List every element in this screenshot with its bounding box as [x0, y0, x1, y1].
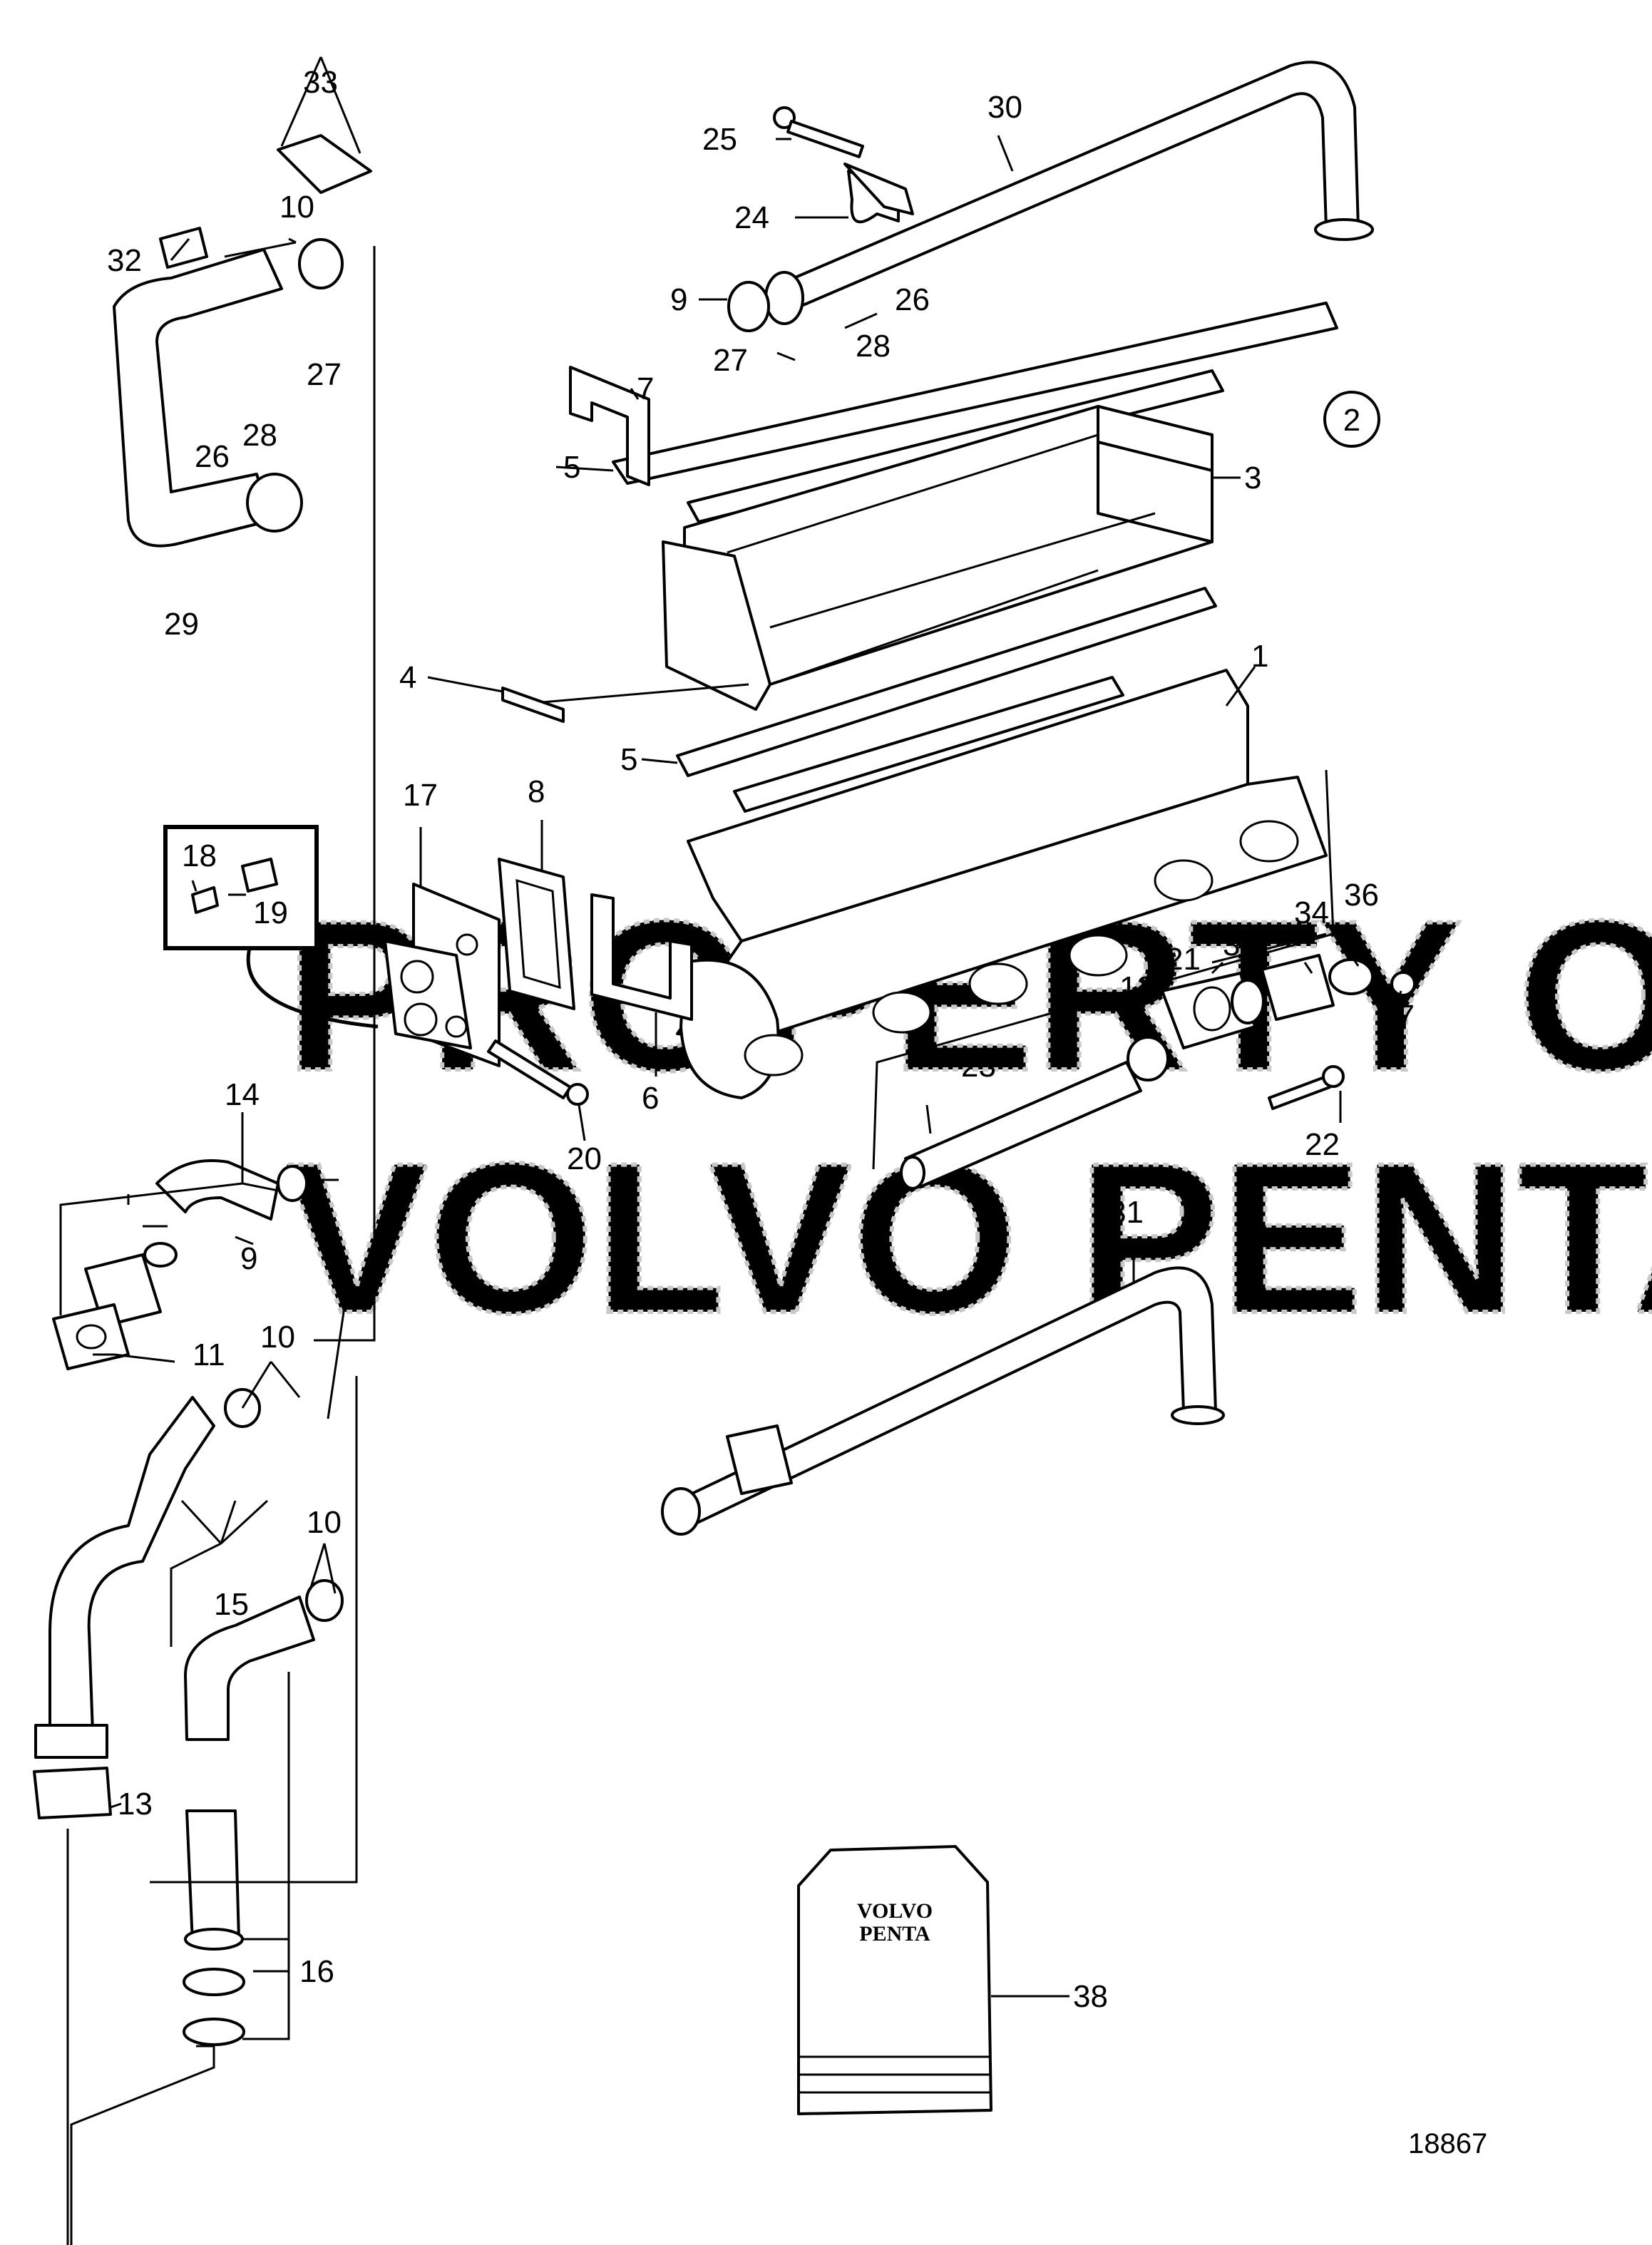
end-cover-17 [384, 883, 501, 1067]
callout-28a: 28 [856, 329, 891, 364]
callout-15: 15 [214, 1587, 249, 1622]
connector-group [1127, 954, 1416, 1082]
brand-line2: PENTA [859, 1922, 930, 1946]
pipe-30 [764, 61, 1374, 325]
clamp-24 [843, 163, 914, 224]
callout-8: 8 [528, 774, 545, 809]
hose-16 [183, 1579, 344, 2046]
callout-5a: 5 [563, 450, 580, 485]
manifold-1 [676, 669, 1328, 1099]
callout-11: 11 [193, 1337, 225, 1372]
leader-lines [59, 56, 1402, 2245]
callout-16: 16 [299, 1954, 334, 1989]
callout-29: 29 [164, 607, 199, 642]
pipe-23 [900, 1061, 1142, 1190]
bolt-20 [487, 1039, 589, 1106]
callout-34: 34 [1294, 895, 1329, 930]
view-number: 2 [1343, 403, 1360, 438]
charge-air-cooler-3 [662, 405, 1214, 711]
callout-26b: 26 [195, 439, 230, 474]
view-number-badge: 2 [1323, 391, 1380, 448]
callout-7: 7 [637, 371, 654, 406]
callout-19: 19 [253, 895, 288, 930]
hose-15 [33, 1388, 261, 1819]
drawing-number: 18867 [1408, 2128, 1487, 2159]
callout-12: 12 [1119, 970, 1154, 1005]
flange-11 [52, 1253, 162, 1370]
brand-line1: VOLVO [857, 1899, 933, 1923]
callout-13: 13 [118, 1787, 153, 1822]
callout-26a: 26 [895, 282, 930, 317]
callout-4: 4 [399, 660, 416, 695]
gasket-8 [498, 858, 575, 1010]
callout-27b: 27 [307, 357, 342, 392]
seal-ring-9a [727, 281, 770, 332]
callout-17: 17 [403, 778, 438, 813]
callout-28b: 28 [242, 418, 277, 453]
callout-27a: 27 [713, 343, 748, 378]
callout-6: 6 [642, 1081, 659, 1116]
callout-10b: 10 [260, 1320, 295, 1355]
plate-4 [501, 687, 565, 723]
bracket-6 [590, 893, 693, 1021]
bracket-7 [569, 366, 650, 486]
callout-37: 37 [1380, 999, 1415, 1034]
gasket-5-lower [676, 587, 1217, 813]
callout-32: 32 [107, 243, 142, 278]
callout-14: 14 [225, 1077, 260, 1112]
instruction-booklet-38: VOLVO PENTA [797, 1845, 992, 2115]
hose-14 [143, 1159, 308, 1268]
callout-25: 25 [702, 122, 737, 157]
pipe-31 [661, 1266, 1225, 1536]
callout-labels: 1 3 4 5 5 6 7 8 9 9 10 10 10 11 12 13 14… [107, 65, 1415, 2014]
callout-1: 1 [1251, 639, 1268, 674]
callout-5b: 5 [620, 742, 637, 777]
callout-31: 31 [1109, 1195, 1144, 1230]
callout-18: 18 [182, 838, 217, 873]
bolt-22 [1268, 1065, 1345, 1110]
callout-30: 30 [987, 90, 1022, 125]
inset-box-18-19 [163, 825, 379, 1029]
callout-21: 21 [1166, 942, 1201, 977]
hose-29 [113, 238, 344, 548]
callout-35: 35 [1223, 928, 1258, 962]
callout-38: 38 [1073, 1979, 1108, 2014]
callout-24: 24 [734, 200, 769, 235]
callout-10c: 10 [307, 1505, 342, 1540]
callout-33: 33 [303, 65, 338, 100]
callout-10a: 10 [279, 190, 314, 225]
callout-3: 3 [1244, 461, 1261, 495]
callout-9b: 9 [240, 1241, 257, 1276]
callout-23: 23 [961, 1049, 996, 1084]
callout-22: 22 [1305, 1127, 1340, 1162]
callout-36: 36 [1344, 878, 1379, 913]
callout-20: 20 [567, 1141, 602, 1176]
callout-9a: 9 [670, 282, 687, 317]
bolt-25 [773, 106, 864, 158]
